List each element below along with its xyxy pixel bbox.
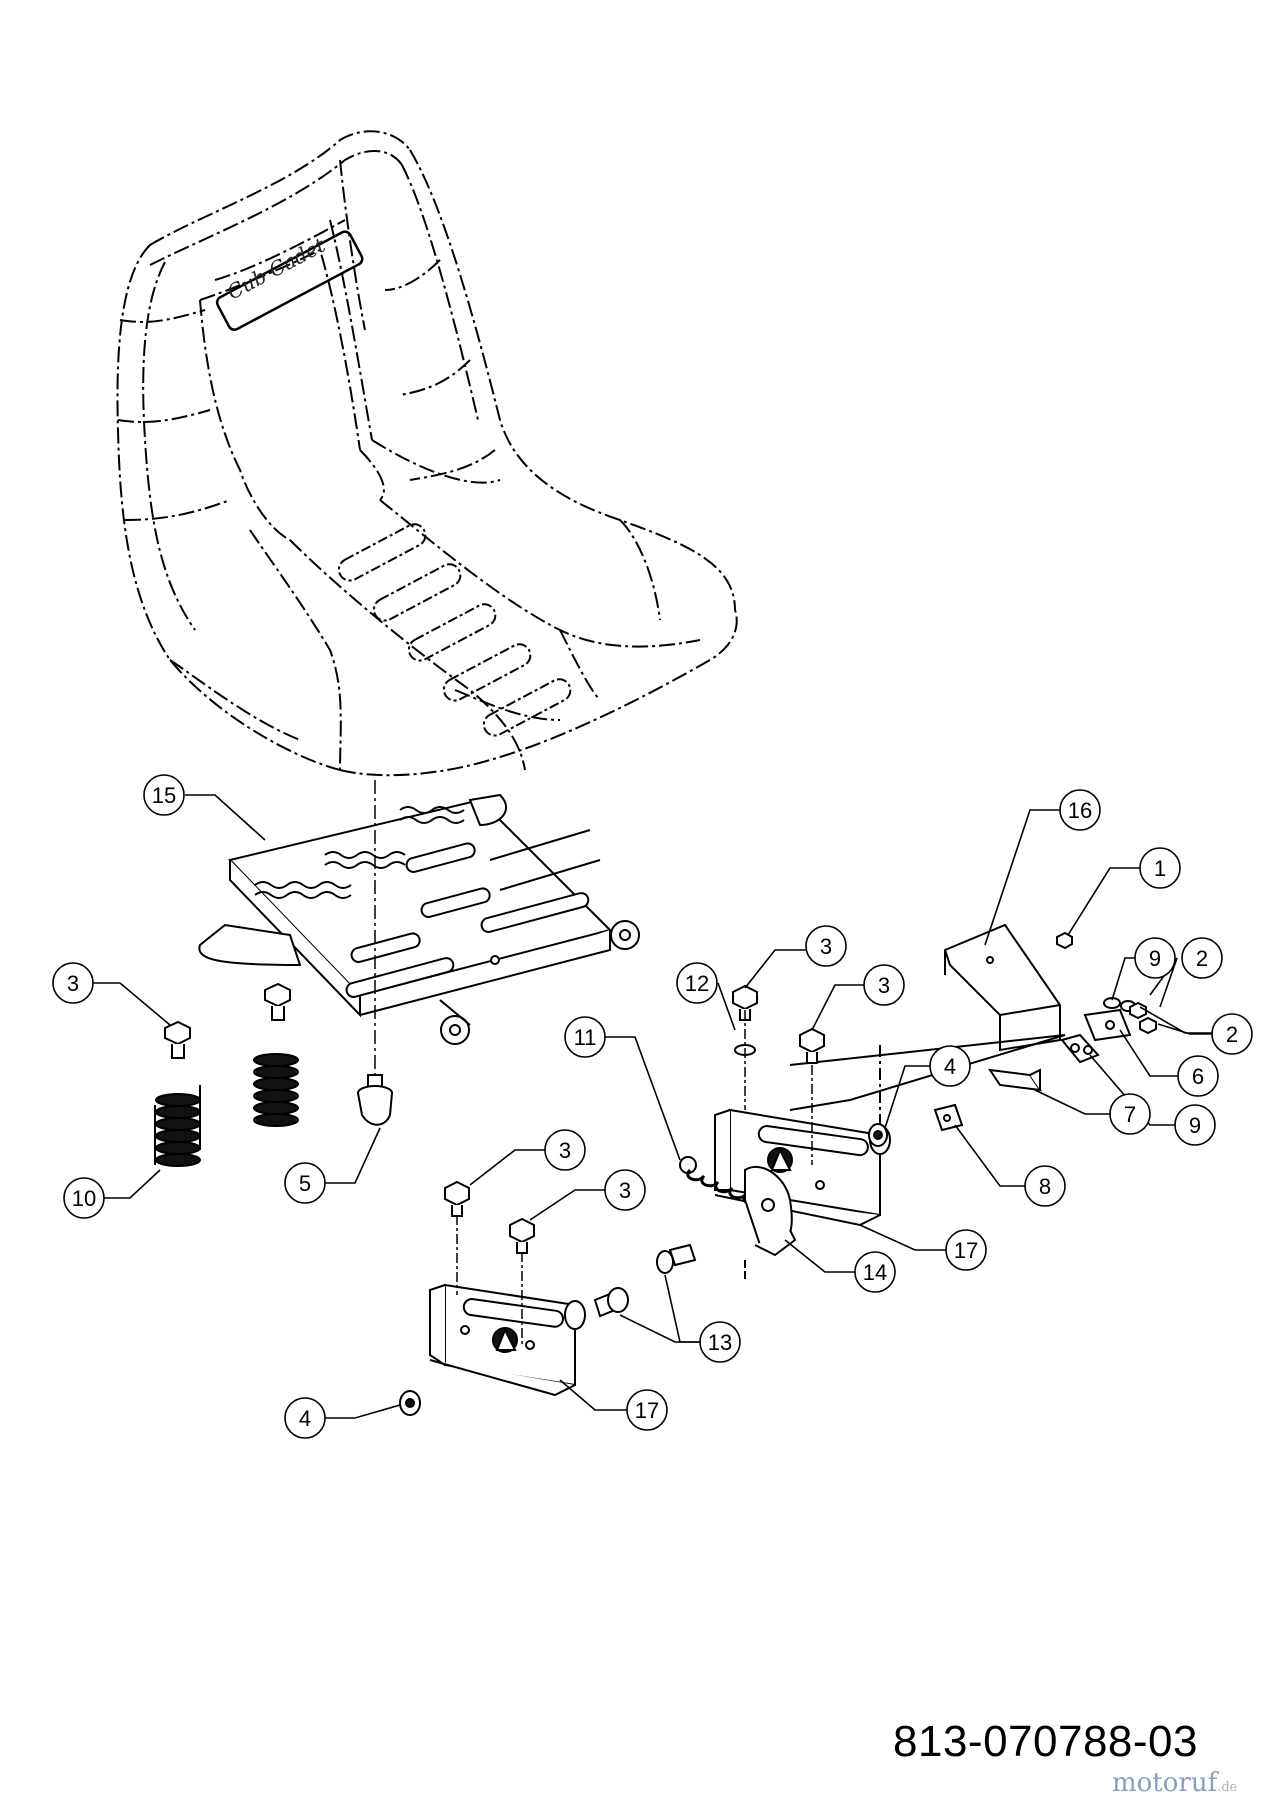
lever-14	[744, 1165, 797, 1280]
svg-text:3: 3	[820, 934, 832, 959]
callout-6: 6	[1177, 1055, 1219, 1097]
svg-text:17: 17	[635, 1398, 659, 1423]
svg-text:3: 3	[67, 971, 79, 996]
svg-text:11: 11	[574, 1025, 597, 1050]
callout-7: 7	[1109, 1093, 1151, 1135]
seat	[116, 130, 738, 777]
callout-3-lower-a: 3	[544, 1129, 586, 1171]
svg-text:Cub Cadet: Cub Cadet	[223, 232, 330, 304]
bolt-3-a	[732, 984, 758, 1021]
svg-text:2: 2	[1226, 1022, 1238, 1047]
bolt-13-a	[656, 1243, 697, 1274]
svg-text:4: 4	[299, 1406, 311, 1431]
callout-2-b: 2	[1211, 1013, 1253, 1055]
bolt-1	[1056, 931, 1073, 950]
watermark: motoruf.de	[1112, 1768, 1237, 1798]
brand-logo: Cub Cadet	[215, 230, 364, 331]
bracket-7	[987, 1068, 1043, 1092]
seat-slots	[337, 523, 572, 737]
callout-9-lower: 9	[1174, 1104, 1216, 1146]
cover-16	[943, 923, 1061, 1052]
callout-17-lower: 17	[626, 1389, 668, 1431]
bolt-3-d	[509, 1217, 535, 1254]
bushing-9-b	[1060, 1033, 1100, 1064]
spring-right	[253, 1053, 299, 1127]
seat-pan-wavy-slots	[254, 806, 465, 899]
callout-15: 15	[143, 774, 185, 816]
callout-17-upper: 17	[945, 1229, 987, 1271]
pivot-5	[357, 1074, 393, 1126]
callout-3-bracket-b: 3	[863, 964, 905, 1006]
svg-text:8: 8	[1039, 1174, 1051, 1199]
bracket-17-upper	[714, 1108, 891, 1227]
svg-text:4: 4	[944, 1054, 956, 1079]
svg-text:2: 2	[1196, 946, 1208, 971]
seat-pan	[198, 793, 640, 1045]
callout-8: 8	[1024, 1165, 1066, 1207]
callout-2-a: 2	[1181, 937, 1223, 979]
svg-text:12: 12	[685, 971, 709, 996]
svg-text:15: 15	[152, 783, 176, 808]
svg-text:3: 3	[878, 973, 890, 998]
callout-10: 10	[63, 1177, 105, 1219]
bolt-3-c	[444, 1180, 470, 1217]
callout-1: 1	[1139, 847, 1181, 889]
spring-10	[154, 1085, 201, 1167]
clip-6	[1083, 1008, 1132, 1042]
svg-text:1: 1	[1154, 856, 1166, 881]
callout-3-bracket-a: 3	[805, 925, 847, 967]
bracket-17-lower	[429, 1283, 586, 1397]
svg-text:9: 9	[1149, 946, 1161, 971]
screw-2	[1129, 1001, 1157, 1035]
svg-text:17: 17	[954, 1238, 978, 1263]
callout-9-upper: 9	[1134, 937, 1176, 979]
callout-3-left: 3	[52, 962, 94, 1004]
svg-text:5: 5	[299, 1171, 311, 1196]
bolt-3-left	[164, 1020, 191, 1059]
watermark-tld: .de	[1217, 1780, 1238, 1795]
part-number: 813-070788-03	[893, 1717, 1198, 1766]
nut-4-upper	[868, 1123, 888, 1147]
callout-4-upper: 4	[929, 1045, 971, 1087]
svg-text:16: 16	[1068, 798, 1092, 823]
bolt-13-b	[593, 1287, 629, 1318]
bolt-spring-top	[264, 982, 291, 1021]
svg-text:14: 14	[863, 1260, 887, 1285]
callout-3-lower-b: 3	[604, 1169, 646, 1211]
callout-5: 5	[284, 1162, 326, 1204]
svg-text:6: 6	[1192, 1064, 1204, 1089]
callout-13: 13	[699, 1321, 741, 1363]
callout-14: 14	[854, 1251, 896, 1293]
svg-text:3: 3	[619, 1178, 631, 1203]
nut-4-lower	[399, 1390, 421, 1416]
callout-12: 12	[676, 962, 718, 1004]
svg-text:3: 3	[559, 1138, 571, 1163]
svg-text:9: 9	[1189, 1113, 1201, 1138]
callout-16: 16	[1059, 789, 1101, 831]
callout-11: 11	[564, 1016, 606, 1058]
bolt-3-b	[799, 1027, 825, 1064]
svg-text:10: 10	[72, 1186, 96, 1211]
callout-4-lower: 4	[284, 1397, 326, 1439]
svg-text:7: 7	[1124, 1102, 1136, 1127]
svg-text:13: 13	[708, 1330, 732, 1355]
watermark-name: motoruf	[1112, 1768, 1218, 1798]
clip-8	[933, 1103, 964, 1132]
